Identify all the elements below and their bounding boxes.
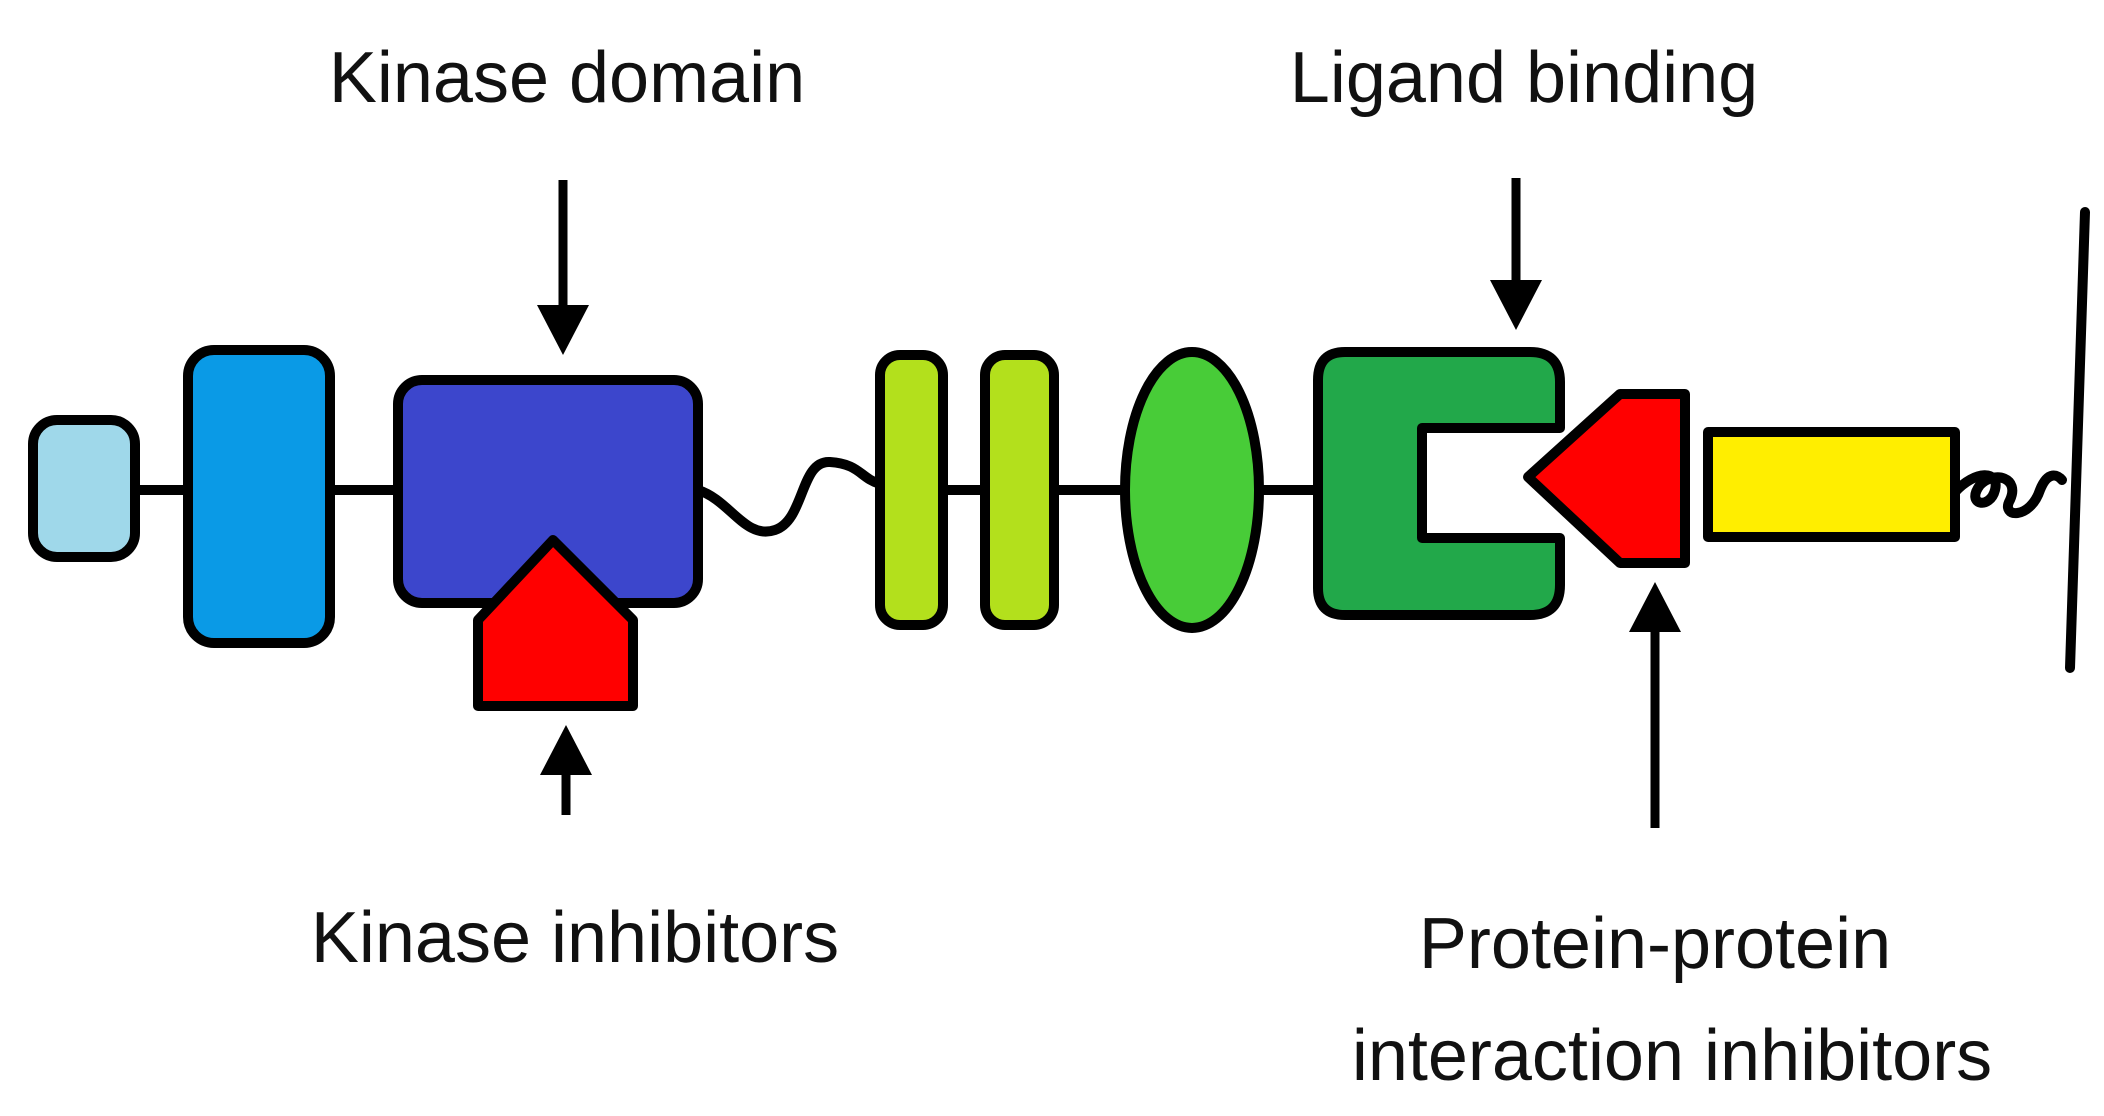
blue-domain	[183, 345, 335, 648]
label-kinase-inhibitors: Kinase inhibitors	[311, 898, 839, 978]
label-ppi-inhibitors-line2: interaction inhibitors	[1352, 1016, 1992, 1096]
label-kinase-domain: Kinase domain	[329, 38, 805, 118]
n-terminal-domain	[28, 415, 140, 562]
green-oval-domain	[1120, 347, 1264, 633]
ppi-inhibitor-shape	[1523, 389, 1690, 568]
yellow-green-domain-1	[875, 350, 948, 630]
kinase-inhibitor-shape	[473, 535, 638, 711]
membrane-anchor-coil	[1950, 470, 2067, 518]
arrow-kinase-domain	[537, 180, 589, 355]
yellow-green-domain-2	[980, 350, 1059, 630]
backbone-wavy-linker	[693, 457, 885, 537]
ligand-binding-domain	[1313, 347, 1565, 620]
label-ligand-binding: Ligand binding	[1290, 38, 1758, 118]
arrow-kinase-inhibitors	[540, 725, 592, 815]
label-ppi-inhibitors-line1: Protein-protein	[1419, 904, 1891, 984]
yellow-domain	[1703, 427, 1960, 542]
membrane-line	[2065, 207, 2090, 673]
arrow-ligand-binding	[1490, 178, 1542, 330]
arrow-ppi-inhibitors	[1629, 582, 1681, 828]
